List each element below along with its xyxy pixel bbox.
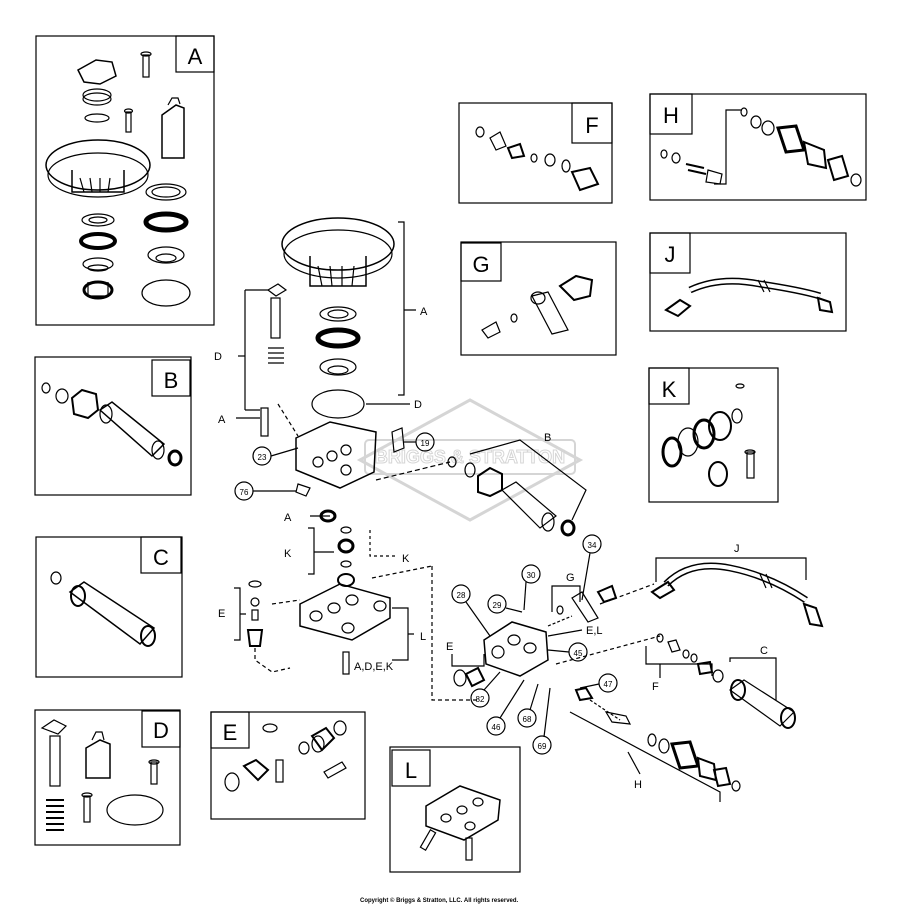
- label-D-left: D: [214, 351, 222, 363]
- kit-letter-H: H: [663, 103, 679, 128]
- kit-letter-E: E: [223, 720, 238, 745]
- callout-68: 68: [523, 715, 532, 724]
- kit-box-C: C: [35, 536, 183, 678]
- kit-letter-B: B: [164, 368, 179, 393]
- label-A-left: A: [218, 414, 226, 426]
- label-F-mid: F: [652, 681, 659, 693]
- callout-28: 28: [457, 591, 466, 600]
- kit-box-G: G: [460, 241, 617, 356]
- callout-47: 47: [604, 680, 613, 689]
- kit-letter-A: A: [188, 44, 203, 69]
- copyright-notice: Copyright © Briggs & Stratton, LLC. All …: [360, 898, 519, 904]
- label-K-left: K: [284, 548, 292, 560]
- label-J-top: J: [734, 543, 740, 555]
- label-K-right: K: [402, 553, 410, 565]
- watermark: BRIGGS & STRATTON: [356, 398, 584, 522]
- kit-box-D: D: [34, 709, 181, 846]
- kit-box-H: H: [649, 93, 867, 201]
- kit-letter-K: K: [662, 377, 677, 402]
- label-G-mid: G: [566, 572, 575, 584]
- label-A-mid: A: [284, 512, 292, 524]
- kit-box-J: J: [649, 232, 847, 332]
- kit-letter-D: D: [153, 718, 169, 743]
- kit-letter-G: G: [472, 252, 489, 277]
- label-ADEK: A,D,E,K: [354, 661, 394, 673]
- kit-letter-C: C: [153, 545, 169, 570]
- callout-23: 23: [258, 453, 267, 462]
- callout-76: 76: [240, 488, 249, 497]
- callout-45: 45: [574, 649, 583, 658]
- label-L-right: L: [420, 631, 426, 643]
- main-assembly: A D D A 23 19 76 B: [214, 217, 824, 802]
- callout-30: 30: [527, 571, 536, 580]
- kit-letter-L: L: [405, 758, 417, 783]
- label-E-left: E: [218, 608, 225, 620]
- callout-29: 29: [493, 601, 502, 610]
- label-D-top: D: [414, 399, 422, 411]
- label-E-mid: E: [446, 641, 453, 653]
- callout-19: 19: [421, 439, 430, 448]
- callout-34: 34: [588, 541, 597, 550]
- kit-box-E: E: [210, 711, 366, 820]
- label-H-bot: H: [634, 779, 642, 791]
- callout-82: 82: [476, 695, 485, 704]
- callout-69: 69: [538, 742, 547, 751]
- kit-letter-F: F: [585, 113, 598, 138]
- kit-box-K: K: [648, 367, 779, 503]
- label-B-mid: B: [544, 432, 551, 444]
- kit-box-A: A: [35, 35, 215, 326]
- kit-letter-J: J: [665, 242, 676, 267]
- callout-46: 46: [492, 723, 501, 732]
- kit-box-L: L: [389, 746, 521, 873]
- label-EL: E,L: [586, 625, 603, 637]
- kit-box-B: B: [34, 356, 192, 496]
- label-C-mid: C: [760, 645, 768, 657]
- label-A-top: A: [420, 306, 428, 318]
- watermark-text: BRIGGS & STRATTON: [375, 447, 565, 467]
- kit-box-F: F: [458, 102, 613, 204]
